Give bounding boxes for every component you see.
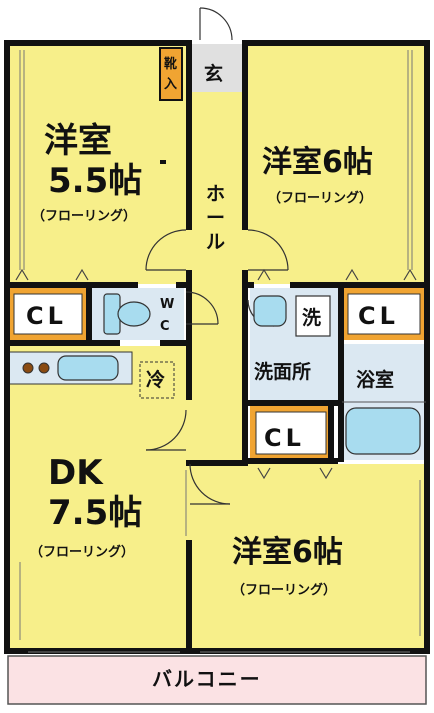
shoe-label-2: 入 xyxy=(164,77,177,92)
balcony-area xyxy=(7,655,427,705)
shoe-label-1: 靴 xyxy=(164,56,177,72)
western-1-name: 洋室 xyxy=(44,121,112,161)
hall-label-1: ホ xyxy=(206,183,225,205)
bath-label: 浴室 xyxy=(356,368,394,391)
fridge-label: 冷 xyxy=(146,368,165,391)
western-2-floor: （フローリング） xyxy=(268,190,372,206)
western-1-floor: （フローリング） xyxy=(32,208,136,224)
closet-1-label: CL xyxy=(26,302,67,330)
balcony-label: バルコニー xyxy=(152,667,262,691)
dk-size: 7.5帖 xyxy=(48,493,142,533)
fridge-space xyxy=(139,361,175,399)
toilet-icon xyxy=(103,293,151,335)
dk-name: DK xyxy=(48,453,104,493)
room-western-2-area xyxy=(244,44,426,284)
wc-label-c: C xyxy=(160,319,170,334)
western-3-name: 洋室6帖 xyxy=(232,535,343,570)
washer-box xyxy=(295,295,331,337)
room-western-3-area xyxy=(190,464,426,650)
western-3-floor: （フローリング） xyxy=(232,582,336,598)
entry-area xyxy=(190,44,244,92)
dk-floor: （フローリング） xyxy=(30,544,134,560)
hall-label-3: ル xyxy=(206,231,225,253)
walls xyxy=(4,40,430,654)
washbasin-icon xyxy=(253,295,287,327)
closet-3-label: CL xyxy=(264,424,305,452)
genkan-label: 玄 xyxy=(204,62,223,85)
washer-label: 洗 xyxy=(302,306,321,329)
western-1-size: 5.5帖 xyxy=(48,161,142,201)
wc-label-w: W xyxy=(160,297,174,312)
hall-label-2: ー xyxy=(206,207,225,229)
western-2-name: 洋室6帖 xyxy=(262,145,373,180)
closet-2-label: CL xyxy=(358,302,399,330)
sink-icon xyxy=(57,355,119,381)
door-swing-icon xyxy=(145,7,289,505)
washroom-label: 洗面所 xyxy=(254,360,311,383)
stove-icon xyxy=(22,362,50,374)
bathtub-icon xyxy=(345,407,421,455)
shoe-box xyxy=(159,47,183,101)
